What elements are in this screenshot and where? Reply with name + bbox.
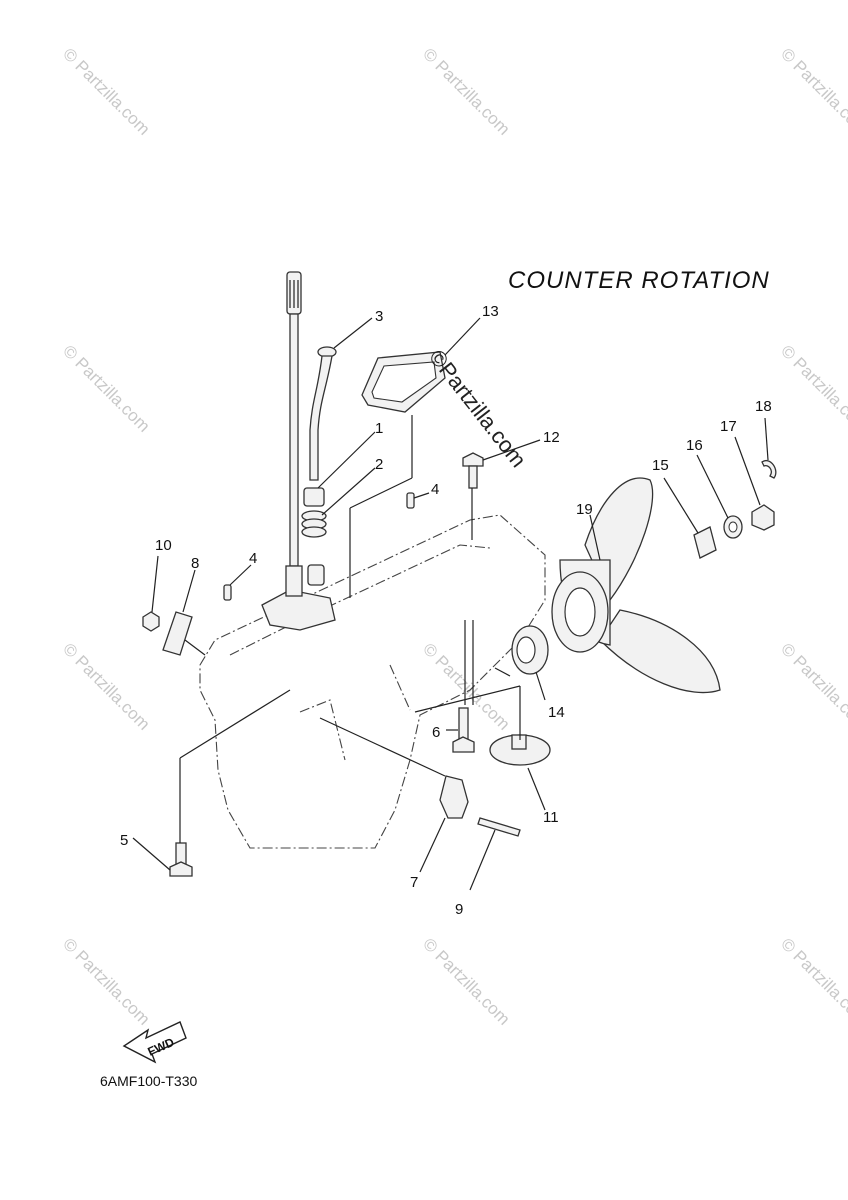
drive-shaft — [285, 271, 303, 597]
watermark: © Partzilla.com — [777, 934, 848, 1028]
diagram-title: COUNTER ROTATION — [508, 267, 770, 294]
plate — [162, 611, 193, 656]
callout-3: 3 — [375, 308, 383, 325]
callout-6: 6 — [432, 724, 440, 741]
bolt — [169, 842, 193, 877]
callout-15: 15 — [652, 457, 669, 474]
leader-lines — [132, 317, 769, 891]
callout-13: 12 — [543, 429, 560, 446]
lower-unit-housing — [199, 514, 546, 849]
callout-19: 19 — [576, 501, 593, 518]
screw — [477, 817, 521, 837]
dowel-pin — [406, 492, 415, 509]
callout-16: 16 — [686, 437, 703, 454]
watermark: © Partzilla.com — [419, 44, 513, 138]
anode — [439, 775, 469, 819]
watermark-overlay: ©Partzilla.com — [424, 345, 531, 472]
callout-8: 7 — [410, 874, 418, 891]
watermark: © Partzilla.com — [59, 934, 153, 1028]
callout-4: 4 — [249, 550, 257, 567]
watermark: © Partzilla.com — [777, 341, 848, 435]
watermark: © Partzilla.com — [777, 44, 848, 138]
water-inlet-fitting — [307, 564, 325, 586]
diagram-code: 6AMF100-T330 — [100, 1073, 197, 1089]
fwd-arrow-icon: FWD — [122, 1021, 187, 1064]
callout-7: 13 — [482, 303, 499, 320]
callout-5: 5 — [120, 832, 128, 849]
watermark: © Partzilla.com — [59, 639, 153, 733]
bolt — [452, 707, 475, 753]
nut — [142, 611, 160, 632]
watermark: © Partzilla.com — [777, 639, 848, 733]
bolt — [462, 452, 484, 489]
callout-10: 9 — [455, 901, 463, 918]
cotter-pin — [761, 459, 777, 479]
spacer — [693, 526, 717, 559]
watermark: © Partzilla.com — [59, 44, 153, 138]
gasket — [361, 351, 446, 413]
washer — [723, 515, 743, 539]
callout-18: 18 — [755, 398, 772, 415]
dowel-pin — [223, 584, 232, 601]
watermark: © Partzilla.com — [59, 341, 153, 435]
seal — [301, 510, 327, 538]
callout-11: 10 — [155, 537, 172, 554]
thrust-holder — [511, 625, 549, 675]
propeller — [551, 477, 721, 694]
callout-4: 4 — [431, 481, 439, 498]
callouts: 3 13 1 2 4 4 10 8 12 5 6 7 9 11 14 15 16… — [120, 303, 772, 918]
callout-12: 11 — [543, 809, 559, 826]
callout-9: 8 — [191, 555, 199, 572]
nut — [751, 504, 775, 531]
callout-17: 17 — [720, 418, 737, 435]
watermark: © Partzilla.com — [419, 934, 513, 1028]
callout-2: 2 — [375, 456, 383, 473]
water-tube — [309, 346, 337, 481]
callout-14: 14 — [548, 704, 565, 721]
callout-1: 1 — [375, 420, 383, 437]
grommet — [303, 487, 325, 507]
